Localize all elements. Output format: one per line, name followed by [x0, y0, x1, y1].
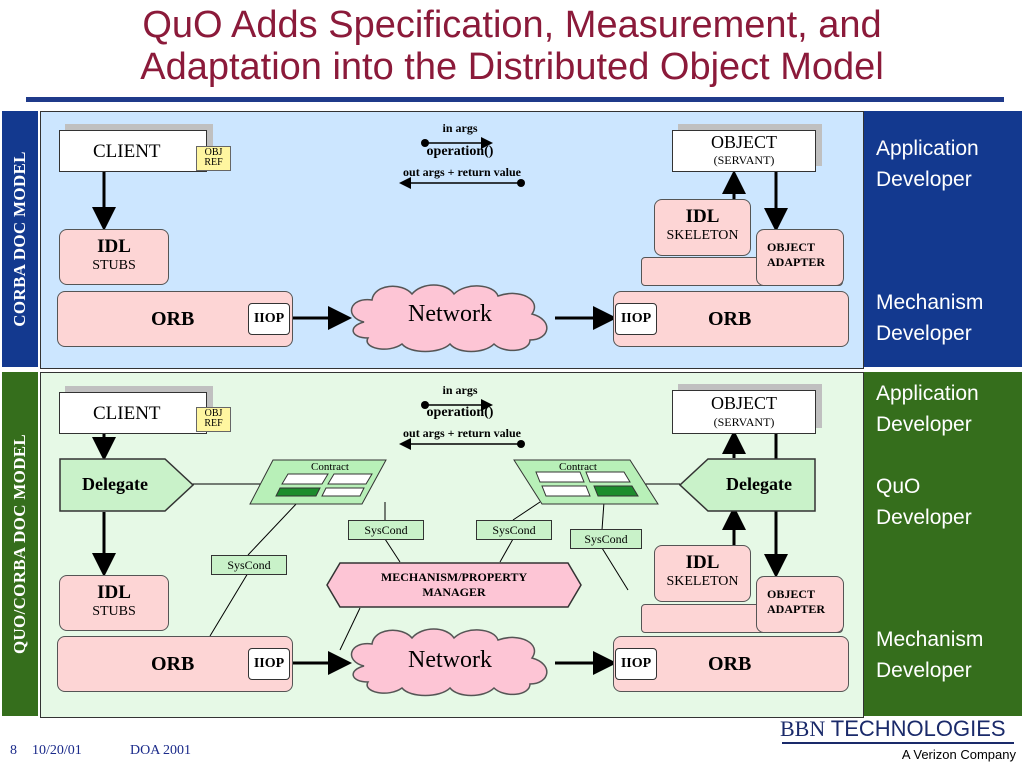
bbn-logo: BBN TECHNOLOGIES A Verizon Company [780, 716, 1020, 766]
logo-technologies: TECHNOLOGIES [830, 716, 1006, 741]
network-cloud-bottom [350, 628, 548, 697]
idl-skeleton-box: IDL SKELETON [654, 545, 751, 602]
contract-right-icon [513, 459, 659, 505]
mechanism-property-manager-box [326, 562, 582, 608]
iiop-right: IIOP [615, 303, 657, 335]
delegate-right [679, 458, 816, 512]
syscond-2: SysCond [476, 520, 552, 540]
syscond-4: SysCond [211, 555, 287, 575]
idl-stubs-box: IDL STUBS [59, 229, 169, 285]
object-adapter-box: OBJECT ADAPTER [756, 229, 844, 286]
object-adapter-box: OBJECT ADAPTER [756, 576, 844, 633]
role-quo-developer: QuO Developer [876, 475, 972, 529]
object-servant-box: OBJECT (SERVANT) [672, 130, 816, 172]
iiop-left: IIOP [248, 303, 290, 335]
out-args-label: out args + return value [403, 165, 521, 179]
client-box: CLIENT [59, 130, 207, 172]
client-box: CLIENT [59, 392, 207, 434]
obj-ref-badge: OBJ REF [196, 146, 231, 171]
role-mechanism-developer: Mechanism Developer [876, 628, 984, 682]
mechanism-property-manager-label: MECHANISM/PROPERTY MANAGER [380, 570, 528, 599]
network-label: Network [408, 301, 492, 327]
obj-ref-badge: OBJ REF [196, 407, 231, 432]
footer-event: DOA 2001 [130, 743, 192, 758]
right-panel-top: Application Developer Mechanism Develope… [864, 111, 1022, 367]
role-application-developer: Application Developer [876, 382, 979, 436]
syscond-3: SysCond [570, 529, 642, 549]
logo-rule [782, 742, 1014, 744]
contract-left-icon [249, 459, 387, 505]
operation-label: operation() [426, 405, 494, 420]
logo-bbn: BBN [780, 716, 826, 741]
contract-right-label: Contract [559, 461, 597, 473]
title-line-2: Adaptation into the Distributed Object M… [140, 46, 884, 88]
contract-left-label: Contract [311, 461, 349, 473]
footer-date: 10/20/01 [32, 743, 82, 758]
right-panel-bottom: Application Developer QuO Developer Mech… [864, 372, 1022, 716]
network-cloud-top [350, 284, 548, 353]
footer-page-number: 8 [10, 743, 17, 758]
role-application-developer: Application Developer [876, 137, 979, 191]
in-args-label: in args [442, 121, 478, 135]
syscond-1: SysCond [348, 520, 424, 540]
title-underline [26, 97, 1004, 102]
idl-stubs-box: IDL STUBS [59, 575, 169, 631]
delegate-left [59, 458, 195, 512]
network-label: Network [408, 647, 492, 673]
corba-sidebar: CORBA DOC MODEL [2, 111, 38, 367]
delegate-left-label: Delegate [82, 474, 148, 494]
quo-sidebar: QUO/CORBA DOC MODEL [2, 372, 38, 716]
delegate-right-label: Delegate [726, 474, 792, 494]
iiop-right: IIOP [615, 648, 657, 680]
title-line-1: QuO Adds Specification, Measurement, and [142, 4, 882, 46]
logo-subtitle: A Verizon Company [901, 747, 1016, 762]
object-servant-box: OBJECT (SERVANT) [672, 390, 816, 434]
idl-skeleton-box: IDL SKELETON [654, 199, 751, 256]
operation-label: operation() [426, 144, 494, 159]
role-mechanism-developer: Mechanism Developer [876, 291, 984, 345]
in-args-label: in args [442, 383, 478, 397]
slide-title: QuO Adds Specification, Measurement, and… [0, 4, 1024, 88]
out-args-label: out args + return value [403, 426, 521, 440]
iiop-left: IIOP [248, 648, 290, 680]
